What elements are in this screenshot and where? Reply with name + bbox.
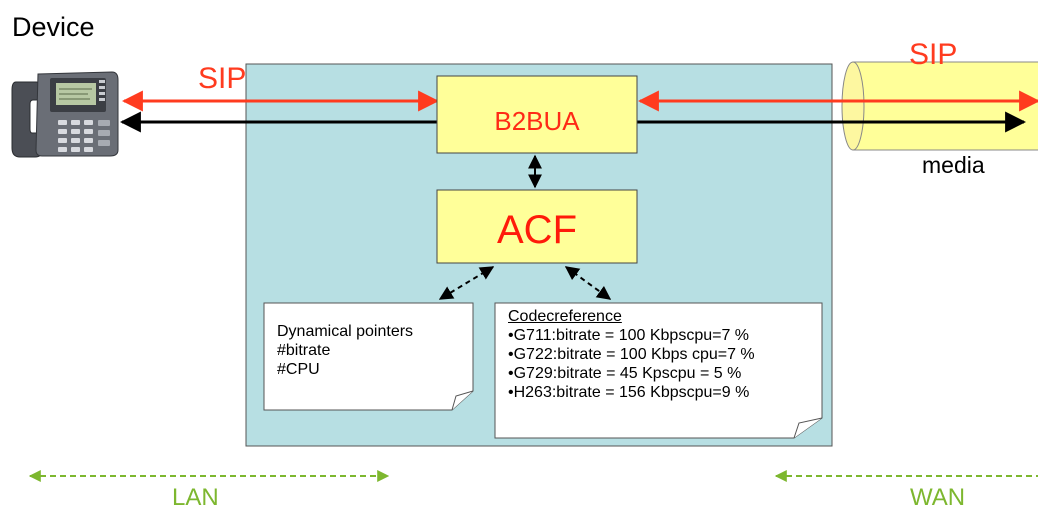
pointers-note-line: #bitrate xyxy=(277,342,331,359)
acf-pointers-arrow xyxy=(438,266,495,300)
wan-label: WAN xyxy=(910,484,966,511)
codec-note: Codecreference •G711:bitrate = 100 Kbpsc… xyxy=(508,307,755,402)
acf-label: ACF xyxy=(497,208,577,252)
codec-note-shape xyxy=(494,302,823,439)
codec-item: •G729:bitrate = 45 Kpscpu = 5 % xyxy=(508,365,742,382)
acf-codec-arrow xyxy=(564,266,612,300)
wan-tunnel xyxy=(841,61,1038,151)
media-label: media xyxy=(922,152,985,178)
pointers-note: Dynamical pointers #bitrate #CPU xyxy=(277,322,413,379)
codec-note-title: Codecreference xyxy=(508,308,622,325)
sip-left-label: SIP xyxy=(198,62,247,95)
ip-phone-icon xyxy=(11,71,119,158)
sip-right-label: SIP xyxy=(909,38,958,71)
lan-label: LAN xyxy=(172,484,219,511)
b2bua-box xyxy=(436,75,638,154)
codec-item: •H263:bitrate = 156 Kbpscpu=9 % xyxy=(508,384,750,401)
pointers-note-line: Dynamical pointers xyxy=(277,323,414,340)
device-label: Device xyxy=(12,12,95,42)
pointers-note-line: #CPU xyxy=(277,361,320,378)
acf-box xyxy=(436,189,638,264)
b2bua-label: B2BUA xyxy=(494,106,580,136)
codec-item: •G722:bitrate = 100 Kbps cpu=7 % xyxy=(508,346,755,363)
codec-item: •G711:bitrate = 100 Kbpscpu=7 % xyxy=(508,327,750,344)
pointers-note-shape xyxy=(263,302,474,411)
